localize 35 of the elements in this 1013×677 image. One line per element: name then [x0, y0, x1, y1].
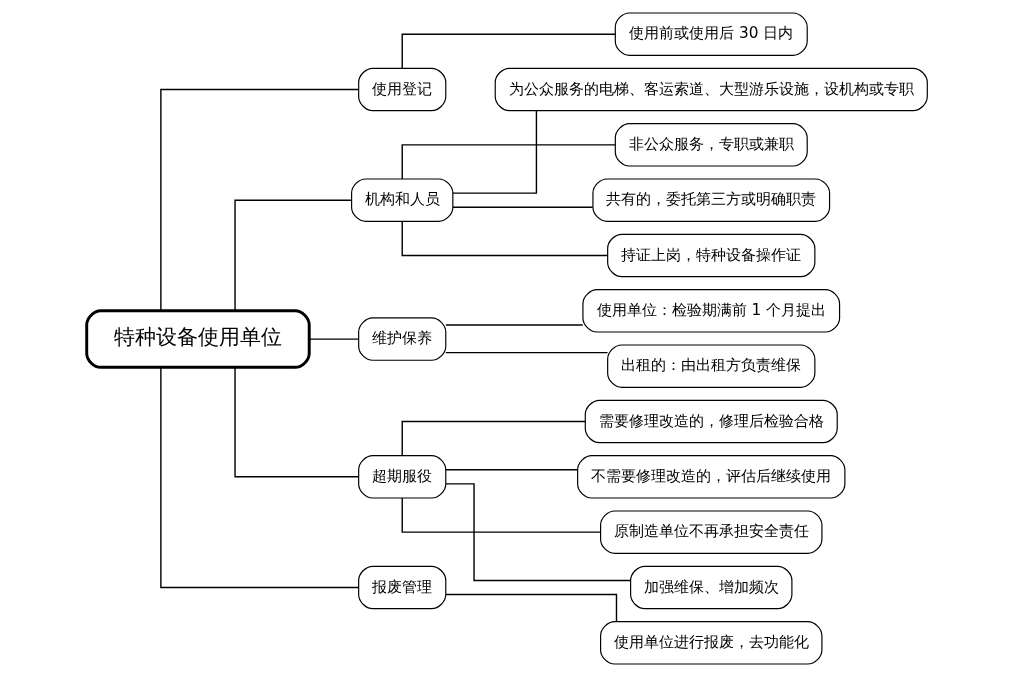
node-box: 超期服役	[357, 455, 446, 499]
connector	[444, 593, 617, 623]
node-box: 维护保养	[357, 317, 446, 361]
connector	[444, 351, 608, 354]
connector	[401, 420, 586, 457]
connector	[451, 110, 537, 194]
node-box: 使用单位进行报废，去功能化	[599, 621, 822, 665]
node-box: 需要修理改造的，修理后检验合格	[584, 399, 838, 444]
node-box: 报废管理	[357, 565, 446, 610]
connector	[401, 144, 616, 180]
node-box: 共有的，委托第三方或明确职责	[591, 178, 830, 222]
node-box: 使用登记	[357, 67, 446, 112]
connector	[401, 497, 601, 533]
connector	[159, 88, 359, 312]
node-box: 使用前或使用后 30 日内	[614, 12, 808, 56]
connector	[233, 199, 352, 312]
node-box: 特种设备使用单位	[84, 309, 311, 369]
connector	[401, 33, 616, 69]
connector	[444, 469, 578, 471]
node-box: 非公众服务，专职或兼职	[614, 123, 808, 167]
connector	[233, 366, 359, 478]
node-box: 为公众服务的电梯、客运索道、大型游乐设施，设机构或专职	[494, 67, 928, 112]
node-box: 原制造单位不再承担安全责任	[599, 510, 822, 554]
node-box: 机构和人员	[350, 178, 453, 222]
connector	[308, 338, 359, 340]
connector	[444, 483, 631, 582]
connector	[451, 206, 593, 208]
node-box: 加强维保、增加频次	[629, 565, 792, 610]
node-box: 不需要修理改造的，评估后继续使用	[576, 455, 845, 499]
node-box: 出租的：由出租方负责维保	[606, 344, 815, 388]
connector	[444, 324, 583, 326]
node-box: 持证上岗，特种设备操作证	[606, 233, 815, 278]
connector	[401, 220, 608, 257]
connector	[159, 366, 359, 589]
node-box: 使用单位：检验期满前 1 个月提出	[581, 289, 840, 333]
